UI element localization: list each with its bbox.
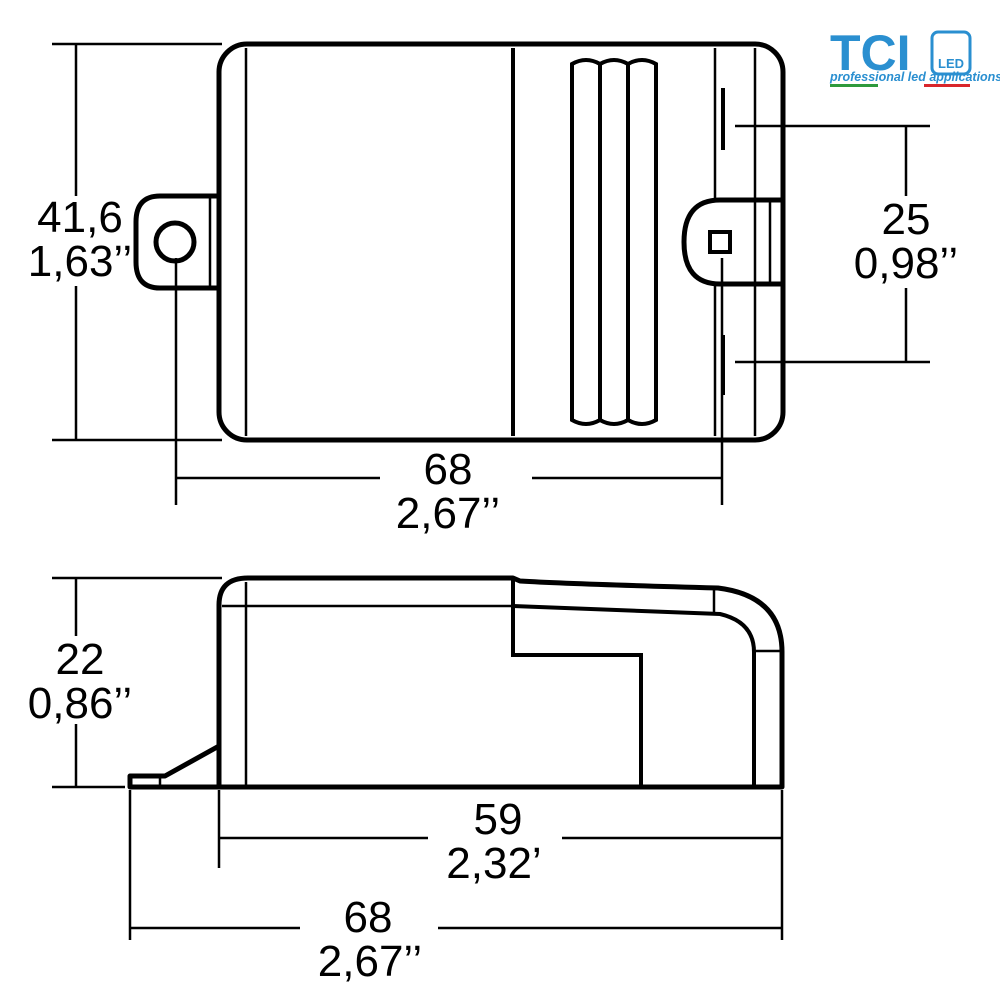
top-height-mm: 41,6 <box>37 193 123 242</box>
body-length-in: 2,32’ <box>446 839 541 888</box>
hole-to-hole-in: 2,67’’ <box>396 489 500 538</box>
hole-to-hole-mm: 68 <box>424 445 473 494</box>
flag-green-stripe <box>830 84 878 87</box>
left-mounting-tab <box>133 193 219 291</box>
dim-hole-spacing <box>735 124 930 364</box>
side-mounting-tab <box>127 743 221 790</box>
overall-length-mm: 68 <box>344 893 393 942</box>
right-mounting-hole <box>708 230 732 254</box>
dim-hole-to-hole <box>174 258 724 505</box>
tci-logo: TCI LED professional led applications <box>829 25 1000 87</box>
logo-brand: TCI <box>830 25 911 81</box>
side-height-in: 0,86’’ <box>28 679 132 728</box>
dim-body-length <box>217 790 784 868</box>
body-length-mm: 59 <box>474 795 523 844</box>
overall-length-in: 2,67’’ <box>318 937 422 986</box>
top-view: 41,6 1,63’’ 25 0,98’’ 68 2,67’’ <box>28 41 958 538</box>
side-step-line <box>511 580 643 787</box>
top-body-outline <box>216 41 786 443</box>
side-cover-curve <box>512 604 756 787</box>
side-height-mm: 22 <box>56 635 105 684</box>
hole-spacing-in: 0,98’’ <box>854 239 958 288</box>
top-height-in: 1,63’’ <box>28 237 132 286</box>
right-mounting-slot <box>681 197 783 287</box>
top-ribbed-grip <box>570 58 658 426</box>
left-mounting-hole <box>153 220 197 264</box>
flag-red-stripe <box>924 84 970 87</box>
side-view: 22 0,86’’ 59 2,32’ 68 2,67’’ <box>28 575 785 986</box>
dim-overall-length <box>128 790 784 940</box>
dim-height-top <box>52 42 222 442</box>
hole-spacing-mm: 25 <box>882 195 931 244</box>
dim-height-side <box>52 576 222 789</box>
logo-tagline: professional led applications <box>829 70 1000 84</box>
logo-badge: LED <box>938 56 964 71</box>
logo-badge-frame <box>930 30 972 76</box>
side-body-outline <box>216 575 785 790</box>
